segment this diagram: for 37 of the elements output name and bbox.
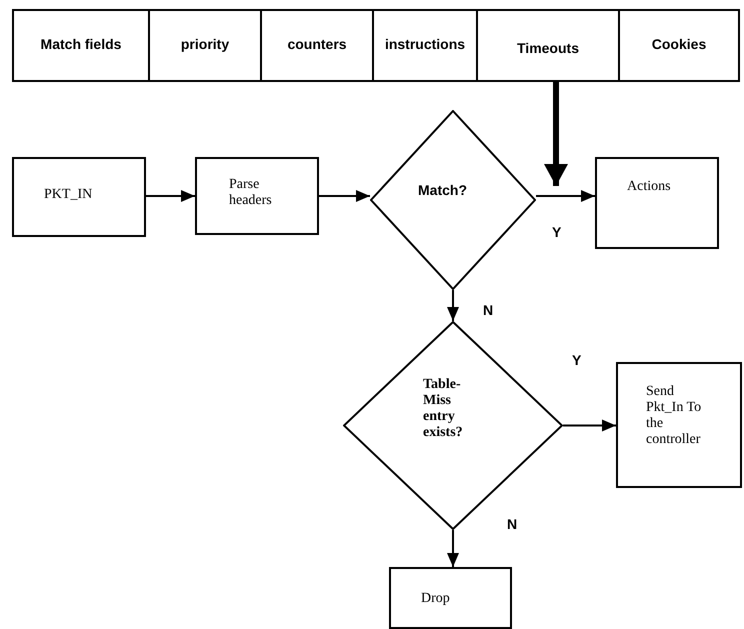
arrow (536, 190, 595, 202)
decision-diamond (343, 321, 563, 530)
process-box (195, 157, 319, 235)
process-box (389, 567, 512, 629)
node-text: instructions (384, 36, 466, 52)
node-text: Parse headers (229, 177, 273, 210)
node-text: Cookies (650, 36, 708, 52)
node-text: priority (180, 36, 230, 52)
table-cell (476, 9, 620, 82)
node-text: Timeouts (516, 40, 580, 56)
node-text: PKT_IN (44, 187, 92, 204)
arrow (146, 190, 195, 202)
edge-label: N (483, 302, 494, 318)
node-text: Actions (627, 179, 671, 196)
edge-label: Y (552, 224, 562, 240)
arrow (447, 290, 459, 321)
process-box (595, 157, 719, 249)
arrow (447, 530, 459, 567)
node-text: Drop (421, 591, 450, 608)
node-text: Table-Miss entry exists? (423, 377, 464, 442)
table-cell (372, 9, 478, 82)
process-box (12, 157, 146, 237)
process-box (616, 362, 742, 488)
table-cell (260, 9, 374, 82)
node-text: Match? (418, 182, 468, 198)
node-text: counters (286, 36, 348, 52)
edge-label: N (507, 516, 518, 532)
arrow (544, 82, 568, 186)
arrow (563, 420, 616, 432)
table-cell (148, 9, 262, 82)
node-text: Send Pkt_In To the controller (646, 384, 702, 448)
table-cell (618, 9, 740, 82)
edge-label: Y (572, 352, 582, 368)
arrow (319, 190, 370, 202)
table-cell (12, 9, 150, 82)
node-text: Match fields (40, 36, 122, 52)
decision-diamond (370, 110, 536, 290)
